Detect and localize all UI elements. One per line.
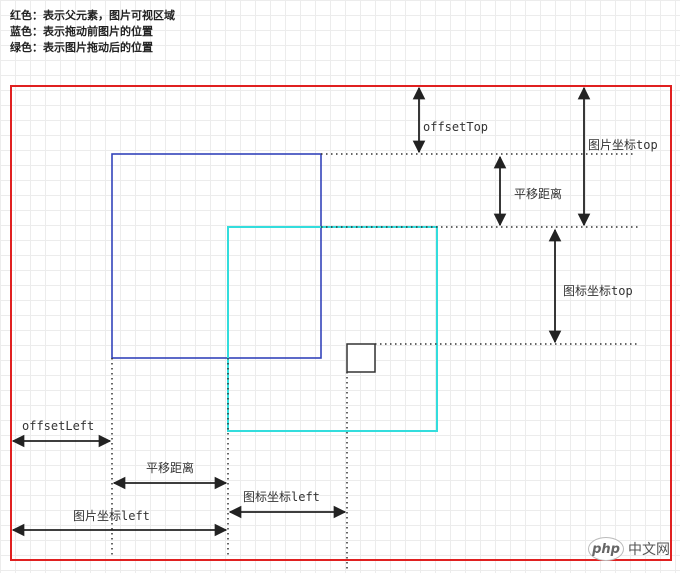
image-before-box [111, 153, 322, 359]
arrows [11, 86, 591, 537]
label-offset-top: offsetTop [423, 120, 488, 134]
legend-blue: 蓝色：表示拖动前图片的位置 [10, 25, 153, 38]
php-logo: php [588, 537, 624, 561]
label-translate-y: 平移距离 [514, 186, 562, 201]
icon-box [346, 343, 376, 373]
label-icon-left: 图标坐标left [243, 490, 320, 504]
watermark-domain: 中文网 [628, 541, 670, 557]
label-translate-x: 平移距离 [146, 460, 194, 475]
guide-lines [111, 153, 640, 570]
parent-box [10, 85, 672, 561]
legend-red: 红色：表示父元素，图片可视区域 [10, 9, 175, 22]
watermark: php 中文网 [588, 537, 670, 561]
legend-green: 绿色：表示图片拖动后的位置 [10, 41, 153, 54]
label-offset-left: offsetLeft [22, 419, 94, 433]
image-after-box [227, 226, 438, 432]
label-image-top: 图片坐标top [588, 138, 658, 152]
legend: 红色：表示父元素，图片可视区域 蓝色：表示拖动前图片的位置 绿色：表示图片拖动后… [10, 8, 175, 56]
label-icon-top: 图标坐标top [563, 284, 633, 298]
label-image-left: 图片坐标left [73, 509, 150, 523]
